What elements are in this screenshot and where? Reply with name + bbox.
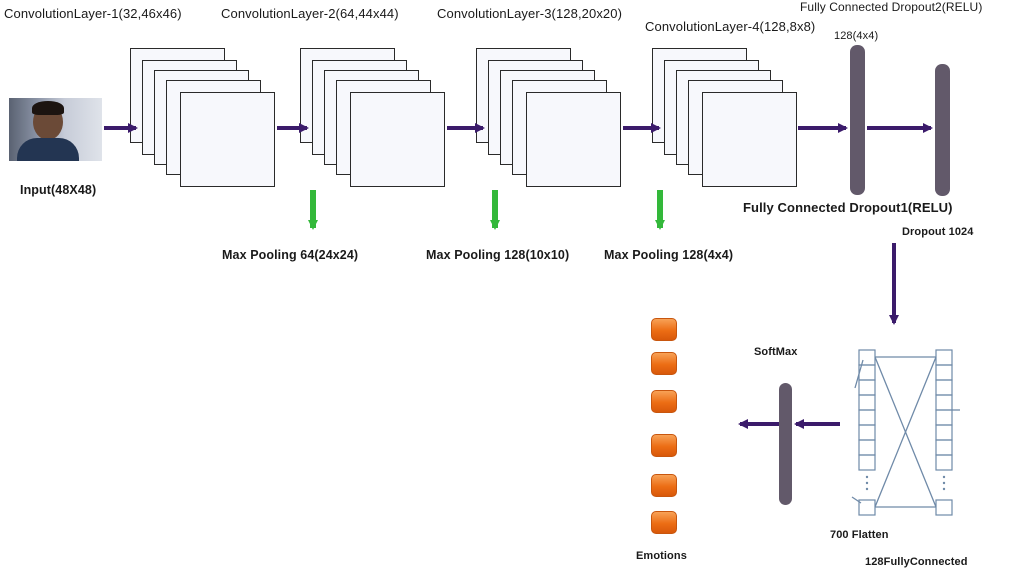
- person-body: [17, 138, 79, 161]
- conv4-map-5: [702, 92, 797, 187]
- softmax-bar: [779, 383, 792, 505]
- conv1-label: ConvolutionLayer-1(32,46x46): [4, 6, 182, 21]
- conv4-label: ConvolutionLayer-4(128,8x8): [645, 19, 816, 34]
- conv2-label: ConvolutionLayer-2(64,44x44): [221, 6, 399, 21]
- ellipsis-dots: [865, 475, 946, 491]
- fc-dropout1-label: Fully Connected Dropout1(RELU): [743, 200, 953, 215]
- pool2-label: Max Pooling 128(10x10): [426, 248, 570, 262]
- emotion-box-6: [651, 511, 677, 534]
- person-hair: [32, 101, 64, 115]
- fully-connected-column: [935, 349, 953, 516]
- fully-connected-label: 128FullyConnected: [865, 556, 968, 568]
- emotion-box-2: [651, 352, 677, 375]
- pool1-label: Max Pooling 64(24x24): [222, 248, 359, 262]
- input-image: [9, 98, 102, 161]
- emotion-box-4: [651, 434, 677, 457]
- emotion-box-3: [651, 390, 677, 413]
- softmax-label: SoftMax: [754, 346, 798, 358]
- flatten-column: [858, 349, 876, 516]
- fc-size-label: 128(4x4): [834, 30, 879, 42]
- conv1-map-5: [180, 92, 275, 187]
- fc-dropout2-bar: [935, 64, 950, 196]
- conv3-label: ConvolutionLayer-3(128,20x20): [437, 6, 623, 21]
- emotion-box-5: [651, 474, 677, 497]
- pool3-label: Max Pooling 128(4x4): [604, 248, 734, 262]
- fc-connection-lines: [851, 356, 960, 508]
- dropout-label: Dropout 1024: [902, 226, 974, 238]
- fc-dropout2-label: Fully Connected Dropout2(RELU): [800, 0, 983, 14]
- conv3-map-5: [526, 92, 621, 187]
- fc-dropout1-bar: [850, 45, 865, 195]
- conv2-map-5: [350, 92, 445, 187]
- emotions-label: Emotions: [636, 550, 687, 562]
- flatten-label: 700 Flatten: [830, 529, 889, 541]
- input-label: Input(48X48): [20, 183, 97, 197]
- emotion-box-1: [651, 318, 677, 341]
